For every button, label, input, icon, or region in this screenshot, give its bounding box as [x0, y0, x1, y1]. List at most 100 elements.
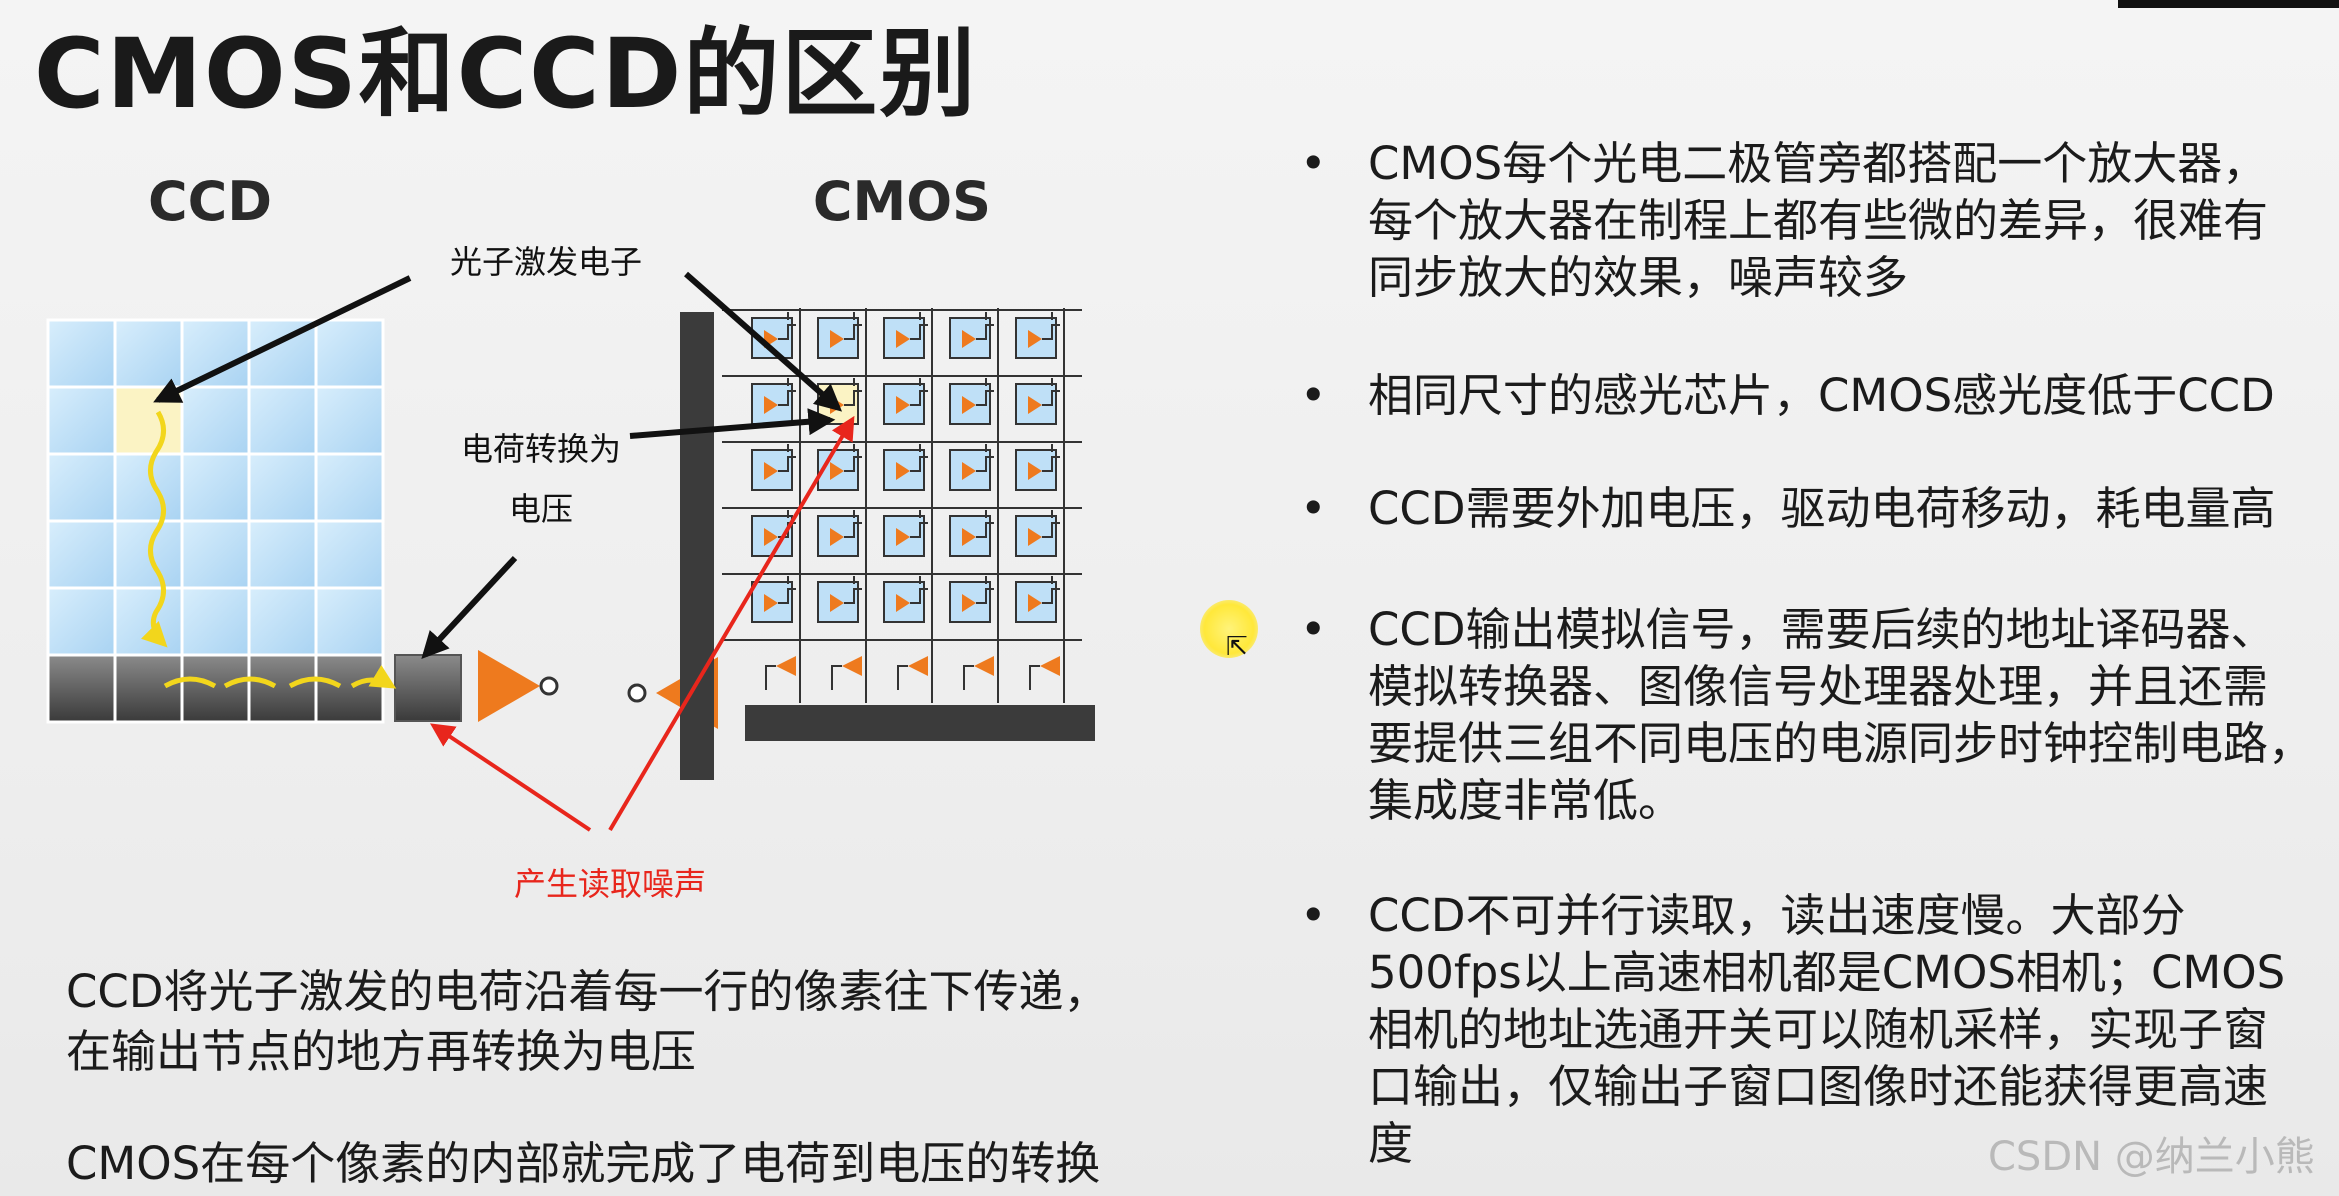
cmos-pixel-amplifier-icon [764, 594, 778, 612]
ccd-pixel [46, 519, 117, 590]
cmos-pixel-amplifier-icon [896, 594, 910, 612]
bullet-line: CMOS每个光电二极管旁都搭配一个放大器， [1368, 137, 2268, 190]
annotation-charge-line1: 电荷转换为 [461, 430, 621, 468]
cmos-pixel-switch [778, 378, 796, 406]
watermark: CSDN @纳兰小熊 [1988, 1134, 2315, 1180]
bullet-dot-icon: • [1300, 137, 1327, 190]
cmos-pixel-switch [910, 312, 928, 340]
bullet-line: CCD不可并行读取，读出速度慢。大部分 [1368, 889, 2186, 942]
cmos-pixel-switch [1042, 576, 1060, 604]
ccd-pixel [247, 385, 318, 456]
ccd-pixel [247, 653, 318, 724]
photon-arrow-cmos [684, 271, 843, 412]
cmos-pixel-amplifier-icon [764, 528, 778, 546]
bullet-line: 模拟转换器、图像信号处理器处理，并且还需 [1368, 660, 2269, 713]
cmos-row-bus [680, 312, 714, 780]
cmos-pixel-amplifier-icon [764, 462, 778, 480]
cmos-pixel-amplifier-icon [896, 330, 910, 348]
cmos-pixel-amplifier-icon [1028, 528, 1042, 546]
ccd-pixel [314, 385, 385, 456]
ccd-output-node [394, 654, 462, 722]
cmos-column-bus [745, 705, 1095, 741]
cmos-pixel-amplifier-icon [896, 528, 910, 546]
photon-arrow-ccd [153, 275, 412, 403]
cmos-pixel-switch [910, 510, 928, 538]
bullet-line: 相机的地址选通开关可以随机采样，实现子窗 [1368, 1003, 2269, 1056]
cmos-pixel-amplifier-icon [1028, 462, 1042, 480]
ccd-pixel [180, 653, 251, 724]
bullet-line: 相同尺寸的感光芯片，CMOS感光度低于CCD [1368, 369, 2275, 422]
cmos-pixel-amplifier-icon [764, 396, 778, 414]
ccd-pixel [113, 653, 184, 724]
bullet-line: 要提供三组不同电压的电源同步时钟控制电路， [1368, 717, 2314, 770]
cmos-description-line: CMOS在每个像素的内部就完成了电荷到电压的转换 [66, 1137, 1101, 1190]
bullet-line: 度 [1368, 1117, 1414, 1170]
bullet-dot-icon: • [1300, 603, 1327, 656]
cmos-pixel-amplifier-icon [830, 594, 844, 612]
cmos-pixel-switch [778, 444, 796, 472]
ccd-pixel [180, 452, 251, 523]
bullet-dot-icon: • [1300, 369, 1327, 422]
ccd-pixel [247, 586, 318, 657]
cmos-pixel-switch [976, 444, 994, 472]
cmos-pixel-switch [976, 510, 994, 538]
bullet-dot-icon: • [1300, 889, 1327, 942]
cmos-column-amplifier-icon [842, 656, 862, 676]
bullet-line: 同步放大的效果，噪声较多 [1368, 251, 1909, 304]
bullet-line: 每个放大器在制程上都有些微的差异，很难有 [1368, 194, 2269, 247]
bullet-line: CCD输出模拟信号，需要后续的地址译码器、 [1368, 603, 2276, 656]
cmos-pixel-amplifier-icon [962, 396, 976, 414]
bullet-line: 集成度非常低。 [1368, 774, 1684, 827]
cmos-description: CMOS在每个像素的内部就完成了电荷到电压的转换 [66, 1134, 1100, 1194]
annotation-noise: 产生读取噪声 [514, 865, 706, 903]
ccd-label: CCD [148, 170, 272, 233]
cmos-pixel-switch [976, 378, 994, 406]
ccd-description-line: CCD将光子激发的电荷沿着每一行的像素往下传递， [66, 965, 1109, 1018]
cursor-highlight [1200, 600, 1258, 658]
cmos-label: CMOS [813, 170, 991, 233]
cmos-column-wire [765, 665, 776, 690]
cmos-pixel-switch [910, 444, 928, 472]
cmos-column-wire [831, 665, 842, 690]
ccd-pixel [247, 519, 318, 590]
noise-arrow-ccd [430, 723, 592, 832]
ccd-pixel [113, 318, 184, 389]
cmos-column-amplifier-icon [908, 656, 928, 676]
cmos-pixel-switch [976, 576, 994, 604]
cmos-pixel-switch [844, 312, 862, 340]
ccd-pixel [113, 452, 184, 523]
cmos-column-amplifier-icon [974, 656, 994, 676]
cmos-pixel-switch [910, 576, 928, 604]
cmos-pixel-amplifier-icon [896, 462, 910, 480]
ccd-amplifier-icon [478, 650, 559, 722]
charge-arrow-cmos [629, 408, 836, 439]
cmos-column-wire [897, 665, 908, 690]
ccd-pixel [113, 586, 184, 657]
ccd-pixel [247, 452, 318, 523]
charge-arrow-ccd [421, 555, 518, 659]
bullet-dot-icon: • [1300, 482, 1327, 535]
pointer-arrow-icon: ⇱ [1226, 632, 1248, 662]
ccd-pixel [180, 318, 251, 389]
cmos-pixel-amplifier-icon [1028, 396, 1042, 414]
cmos-pixel-switch [1042, 510, 1060, 538]
ccd-pixel [46, 318, 117, 389]
cmos-pixel-switch [844, 378, 862, 406]
ccd-pixel [180, 586, 251, 657]
ccd-pixel [46, 385, 117, 456]
page-title: CMOS和CCD的区别 [34, 18, 978, 130]
cmos-pixel-amplifier-icon [1028, 330, 1042, 348]
cmos-pixel-switch [844, 510, 862, 538]
cmos-pixel-switch [1042, 378, 1060, 406]
ccd-description: CCD将光子激发的电荷沿着每一行的像素往下传递， 在输出节点的地方再转换为电压 [66, 962, 1109, 1082]
cmos-pixel-switch [1042, 444, 1060, 472]
ccd-pixel [314, 519, 385, 590]
cmos-pixel-amplifier-icon [962, 528, 976, 546]
ccd-pixel [46, 586, 117, 657]
noise-arrow-cmos [608, 415, 855, 832]
cmos-pixel-amplifier-icon [830, 462, 844, 480]
cmos-pixel-switch [844, 576, 862, 604]
ccd-pixel [314, 318, 385, 389]
cmos-pixel-amplifier-icon [830, 330, 844, 348]
ccd-pixel [314, 586, 385, 657]
